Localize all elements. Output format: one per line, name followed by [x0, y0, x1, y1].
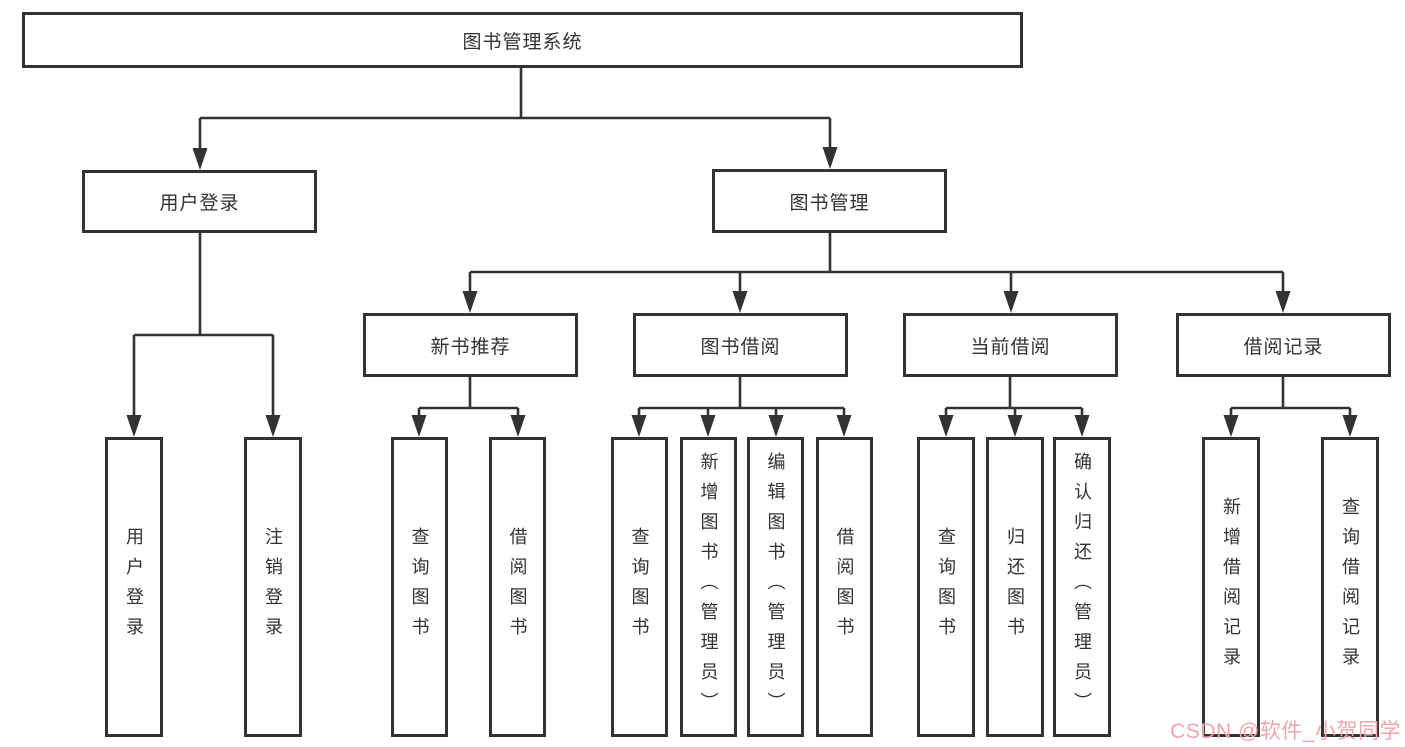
- leaf-query-books-recommend: 查询图书: [391, 437, 448, 737]
- leaf-label: 注销登录: [263, 527, 283, 647]
- leaf-label: 用户登录: [124, 527, 144, 647]
- node-label: 图书借阅: [700, 336, 781, 358]
- leaf-confirm-return-admin: 确认归还（管理员）: [1053, 437, 1111, 737]
- leaf-edit-books-admin: 编辑图书（管理员）: [747, 437, 804, 737]
- node-library-management-system: 图书管理系统: [22, 12, 1023, 68]
- leaf-add-books-admin: 新增图书（管理员）: [680, 437, 737, 737]
- node-label: 图书管理: [789, 192, 870, 214]
- leaf-borrow-books: 借阅图书: [816, 437, 873, 737]
- leaf-label: 归还图书: [1005, 527, 1025, 647]
- leaf-label: 新增借阅记录: [1221, 497, 1241, 677]
- leaf-query-books-borrowing: 查询图书: [611, 437, 668, 737]
- node-new-book-recommendation: 新书推荐: [363, 313, 578, 377]
- leaf-label: 确认归还（管理员）: [1072, 452, 1092, 722]
- node-borrowing-records: 借阅记录: [1176, 313, 1391, 377]
- node-book-borrowing: 图书借阅: [633, 313, 848, 377]
- leaf-return-books: 归还图书: [986, 437, 1044, 737]
- node-label: 用户登录: [159, 193, 240, 214]
- node-book-management: 图书管理: [712, 169, 947, 233]
- leaf-label: 查询图书: [629, 527, 650, 647]
- leaf-borrow-books-recommend: 借阅图书: [489, 437, 546, 737]
- arrowheads: [126, 147, 1358, 437]
- leaf-label: 查询图书: [409, 527, 430, 647]
- leaf-label: 借阅图书: [507, 527, 528, 647]
- node-label: 新书推荐: [430, 336, 511, 358]
- leaf-query-books-current: 查询图书: [917, 437, 975, 737]
- leaf-query-borrow-record: 查询借阅记录: [1321, 437, 1379, 737]
- leaf-user-login: 用户登录: [105, 437, 163, 737]
- leaf-add-borrow-record: 新增借阅记录: [1202, 437, 1260, 737]
- leaf-label: 查询图书: [936, 527, 956, 647]
- node-label: 图书管理系统: [462, 31, 583, 53]
- node-label: 当前借阅: [970, 336, 1051, 358]
- leaf-label: 借阅图书: [834, 527, 855, 647]
- leaf-logout: 注销登录: [244, 437, 302, 737]
- leaf-label: 新增图书（管理员）: [698, 452, 719, 722]
- leaf-label: 查询借阅记录: [1340, 497, 1360, 677]
- node-current-borrowing: 当前借阅: [903, 313, 1118, 377]
- node-user-login: 用户登录: [82, 170, 317, 233]
- leaf-label: 编辑图书（管理员）: [765, 452, 786, 722]
- node-label: 借阅记录: [1243, 336, 1324, 358]
